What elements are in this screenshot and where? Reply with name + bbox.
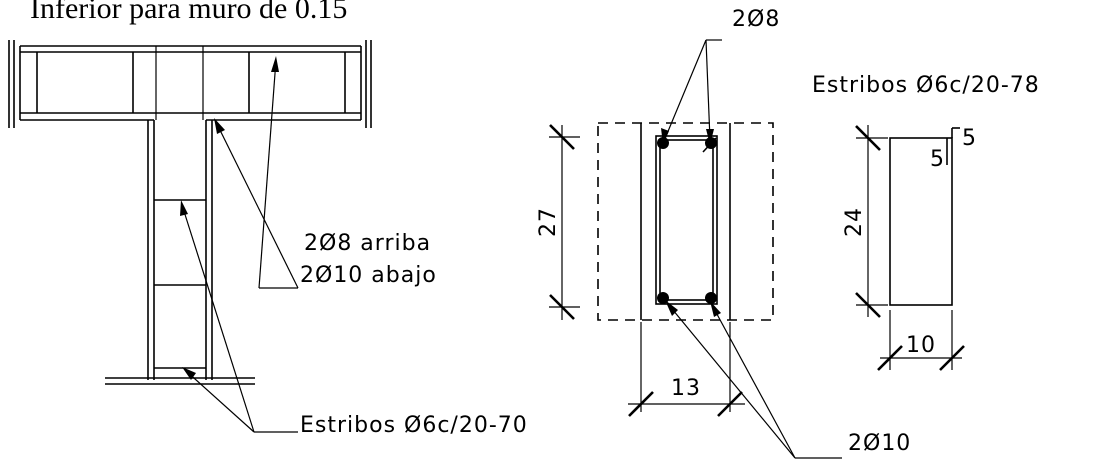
leader-2phi10-left	[667, 303, 796, 459]
dim-hook-inner: 5	[930, 147, 945, 172]
leader-2phi8-right	[705, 39, 711, 141]
t-junction-elevation: 2Ø8 arriba 2Ø10 abajo Estribos Ø6c/20-70	[8, 40, 528, 438]
drawing-title: Inferior para muro de 0.15	[30, 0, 347, 25]
cross-section: 27 13 2Ø8 2Ø10	[536, 7, 911, 459]
leader-2phi8-left	[663, 39, 707, 142]
section-stirrup-outer	[655, 135, 718, 305]
label-stirrups-detail: Estribos Ø6c/20-78	[812, 73, 1040, 98]
label-bottom-bars-section: 2Ø10	[848, 431, 911, 456]
dim-stirrup-width: 10	[906, 333, 936, 358]
dim-stirrup-height: 24	[842, 207, 867, 237]
label-stirrups-elevation: Estribos Ø6c/20-70	[300, 413, 528, 438]
leader-stirrup-1	[181, 204, 255, 433]
bottom-bar-right	[705, 292, 717, 304]
stirrup-shape	[889, 137, 953, 306]
label-top-bars-section: 2Ø8	[732, 7, 780, 32]
wall-outline-dashed	[597, 122, 774, 321]
stirrup-detail: Estribos Ø6c/20-78 5 5 24 10	[812, 73, 1040, 371]
label-bottom-bars: 2Ø10 abajo	[300, 263, 437, 288]
leader-stirrup-2	[184, 369, 255, 433]
leader-2phi10-right	[711, 304, 796, 459]
dim-section-width: 13	[671, 376, 701, 401]
leader-top-bars	[258, 59, 277, 289]
dim-section-height: 27	[536, 207, 561, 237]
leader-bottom-bars	[215, 121, 299, 289]
section-stirrup-inner	[659, 139, 714, 301]
stirrup-hook	[702, 137, 717, 153]
dim-hook-outer: 5	[962, 126, 977, 151]
label-top-bars: 2Ø8 arriba	[304, 231, 431, 256]
